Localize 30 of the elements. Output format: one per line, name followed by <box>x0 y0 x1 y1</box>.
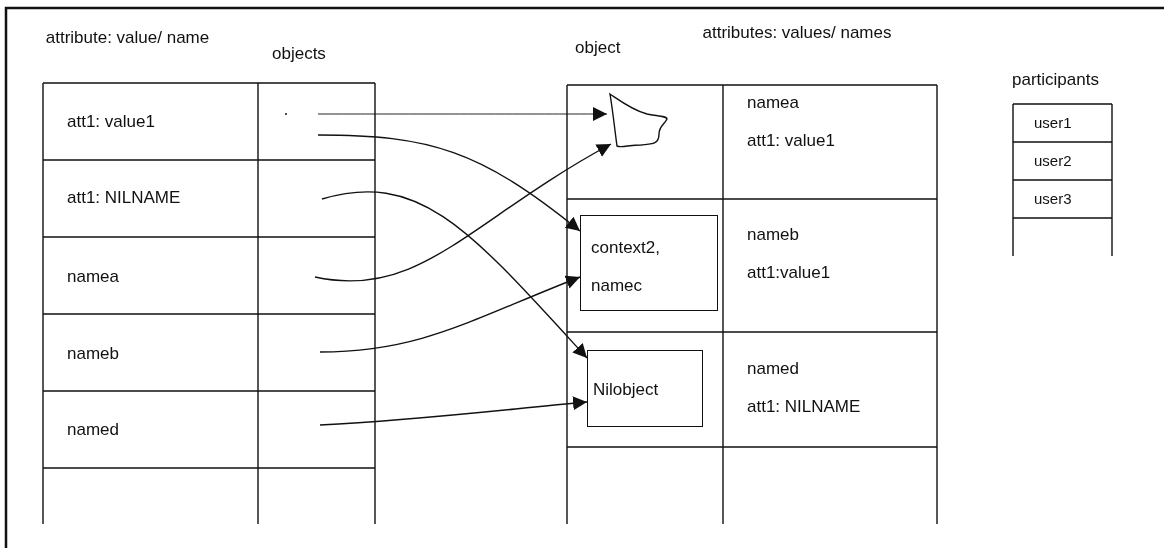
arrow <box>321 191 588 359</box>
object-box <box>580 215 718 311</box>
table-cell-text: named <box>747 359 799 379</box>
table-cell-text: att1: value1 <box>747 131 835 151</box>
column-header: object <box>575 38 621 58</box>
table-cell-text: nameb <box>747 225 799 245</box>
arrow <box>314 143 612 282</box>
arrow <box>317 134 581 232</box>
table-cell-text: user2 <box>1034 151 1072 171</box>
table-cell-text: nameb <box>67 344 119 364</box>
table-cell-text: namea <box>747 93 799 113</box>
table-cell-text: named <box>67 420 119 440</box>
table-cell-text: user1 <box>1034 113 1072 133</box>
column-header: attribute: value/ name <box>44 28 211 48</box>
table-cell-text: att1: value1 <box>67 112 155 132</box>
column-header: objects <box>272 44 326 64</box>
object-label: Nilobject <box>593 380 659 400</box>
table-cell-text: namea <box>67 267 119 287</box>
arrow <box>319 275 581 353</box>
object-box <box>587 350 703 427</box>
column-header: participants <box>1012 70 1099 90</box>
table-cell-text: att1: NILNAME <box>747 397 861 417</box>
column-header: attributes: values/ names <box>701 23 893 43</box>
object-label: context2, <box>591 238 660 258</box>
table-cell-text: user3 <box>1034 189 1072 209</box>
arrow <box>319 396 588 426</box>
object-label: namec <box>591 276 643 296</box>
table-cell-text: att1: NILNAME <box>67 188 181 208</box>
table-cell-text: att1:value1 <box>747 263 831 283</box>
blob-shape <box>607 92 669 149</box>
